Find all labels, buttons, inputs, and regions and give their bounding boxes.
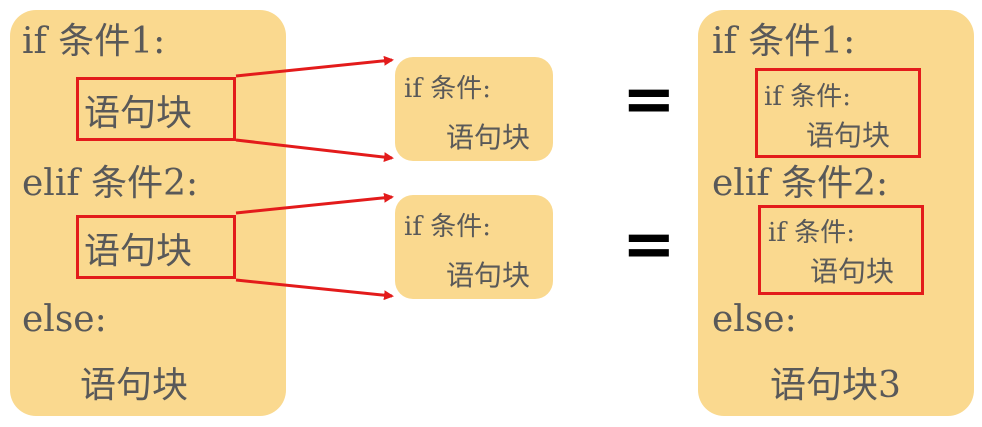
arrow-block1-to-top-bottom: [235, 138, 394, 163]
left-if-line: if 条件1:: [22, 21, 166, 62]
mid-top-cond: if 条件:: [404, 74, 491, 104]
mid-top-block: 语句块: [446, 121, 531, 154]
right-nested-2-block: 语句块: [810, 255, 895, 288]
mid-top-panel: [395, 57, 553, 161]
left-block-3: 语句块: [80, 365, 189, 406]
arrow-block1-to-top: [235, 55, 394, 78]
right-nested-2-highlight: [758, 205, 924, 295]
equals-sign-bottom: =: [622, 208, 676, 282]
right-code-panel: [698, 10, 974, 416]
left-block-2-highlight: [76, 215, 236, 279]
arrow-block2-to-bottom-bottom: [235, 278, 394, 301]
right-elif-line: elif 条件2:: [712, 163, 889, 204]
mid-bottom-panel: [395, 195, 553, 299]
right-nested-2-cond: if 条件:: [768, 218, 855, 248]
right-block-3: 语句块3: [770, 365, 901, 406]
left-block-1-highlight: [76, 77, 236, 141]
equals-sign-top: =: [622, 63, 676, 137]
mid-bottom-cond: if 条件:: [404, 212, 491, 242]
right-else-line: else:: [712, 299, 797, 340]
left-else-line: else:: [22, 299, 107, 340]
right-nested-1-highlight: [755, 68, 921, 158]
right-nested-1-cond: if 条件:: [764, 82, 851, 112]
right-nested-1-block: 语句块: [806, 119, 891, 152]
left-block-2: 语句块: [84, 231, 193, 272]
left-block-1: 语句块: [84, 93, 193, 134]
right-if-line: if 条件1:: [712, 21, 856, 62]
left-elif-line: elif 条件2:: [22, 163, 199, 204]
arrow-block2-to-bottom: [235, 192, 394, 215]
mid-bottom-block: 语句块: [446, 259, 531, 292]
